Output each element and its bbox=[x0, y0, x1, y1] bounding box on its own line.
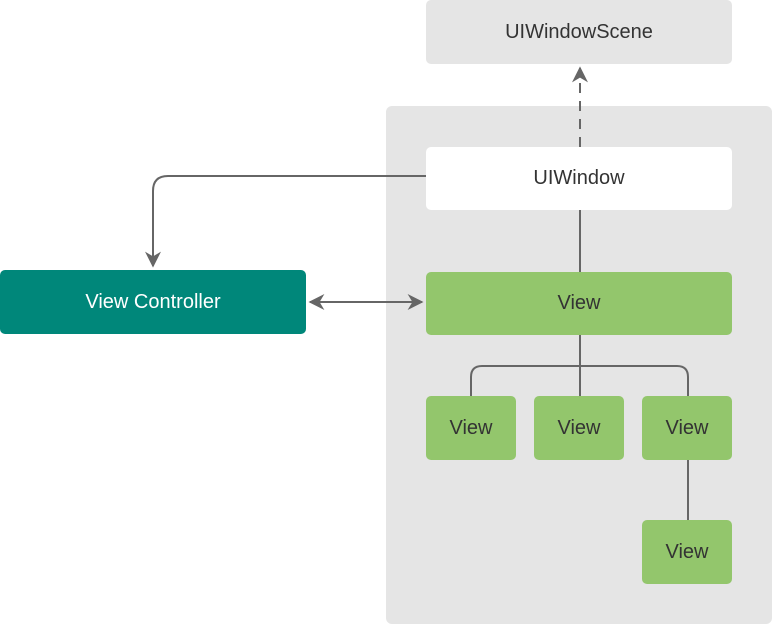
view-controller-label: View Controller bbox=[85, 290, 221, 313]
subview-node-3: View bbox=[642, 396, 732, 460]
subview-node-1: View bbox=[426, 396, 516, 460]
subview-label-2: View bbox=[557, 416, 601, 439]
window-scene-label: UIWindowScene bbox=[505, 20, 653, 43]
window-scene-node: UIWindowScene bbox=[426, 0, 732, 64]
root-view-label: View bbox=[557, 292, 601, 314]
subview-node-2: View bbox=[534, 396, 624, 460]
view-controller-node: View Controller bbox=[0, 270, 306, 334]
nested-view-node: View bbox=[642, 520, 732, 584]
window-label: UIWindow bbox=[533, 167, 625, 189]
nested-view-label: View bbox=[665, 540, 709, 563]
root-view-node: View bbox=[426, 272, 732, 335]
window-node: UIWindow bbox=[426, 147, 732, 210]
subview-label-1: View bbox=[449, 416, 493, 439]
subview-label-3: View bbox=[665, 416, 709, 439]
